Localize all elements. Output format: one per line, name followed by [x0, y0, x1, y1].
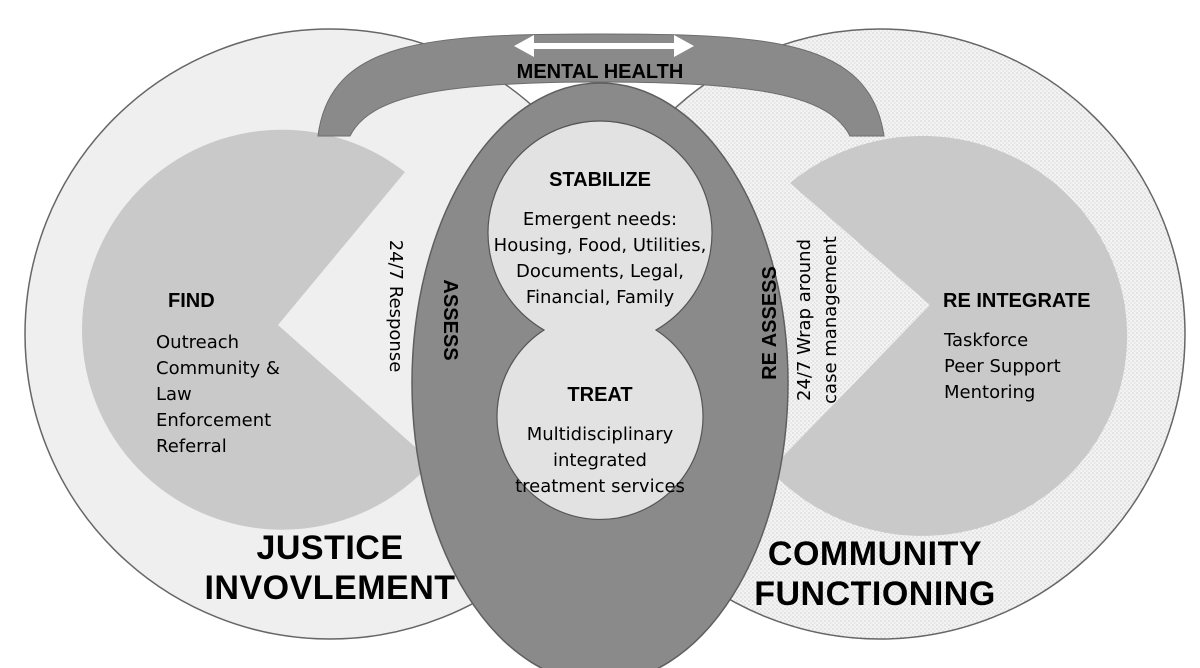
stabilize-line: Housing, Food, Utilities, [493, 235, 707, 256]
treat-title: TREAT [567, 384, 633, 406]
justice-line-2: INVOVLEMENT [204, 569, 456, 607]
stabilize-line: Documents, Legal, [515, 261, 685, 282]
wrap-around-line-1: 24/7 Wrap around [794, 239, 815, 401]
community-label: COMMUNITY FUNCTIONING [745, 534, 1005, 614]
find-title: FIND [168, 290, 215, 312]
stabilize-title: STABILIZE [549, 169, 651, 191]
treat-line: Multidisciplinary [526, 424, 674, 445]
wrap-around-label: 24/7 Wrap around case management [792, 230, 844, 410]
treat-text: Multidisciplinary integrated treatment s… [480, 422, 720, 500]
find-line: Law [156, 384, 192, 405]
reintegrate-line: Peer Support [944, 356, 1061, 377]
treat-line: treatment services [515, 476, 685, 497]
reintegrate-text: Taskforce Peer Support Mentoring [944, 328, 1061, 406]
reintegrate-pacman [770, 135, 1128, 536]
find-pacman [82, 129, 433, 530]
reintegrate-line: Mentoring [944, 382, 1036, 403]
stabilize-text: Emergent needs: Housing, Food, Utilities… [480, 207, 720, 311]
community-line-2: FUNCTIONING [754, 575, 996, 613]
mental-health-label: MENTAL HEALTH [516, 61, 684, 83]
treat-line: integrated [553, 450, 647, 471]
mental-health-arch [317, 33, 885, 137]
justice-line-1: JUSTICE [256, 529, 404, 567]
find-text: Outreach Community & Law Enforcement Ref… [156, 330, 280, 460]
double-arrow-icon [514, 35, 694, 57]
reintegrate-title: RE INTEGRATE [943, 290, 1091, 312]
stabilize-line: Emergent needs: [522, 209, 678, 230]
find-line: Outreach [156, 332, 240, 353]
community-line-1: COMMUNITY [767, 535, 983, 573]
response-label: 24/7 Response [385, 239, 406, 373]
reintegrate-line: Taskforce [944, 330, 1029, 351]
inner-figure-eight [487, 120, 713, 520]
find-line: Enforcement [156, 410, 272, 431]
stabilize-line: Financial, Family [525, 287, 675, 308]
wrap-around-line-2: case management [820, 236, 841, 404]
re-assess-label: RE ASSESS [759, 266, 781, 380]
find-line: Community & [156, 358, 280, 379]
justice-label: JUSTICE INVOVLEMENT [200, 528, 460, 608]
assess-label: ASSESS [439, 279, 461, 361]
find-line: Referral [156, 436, 227, 457]
